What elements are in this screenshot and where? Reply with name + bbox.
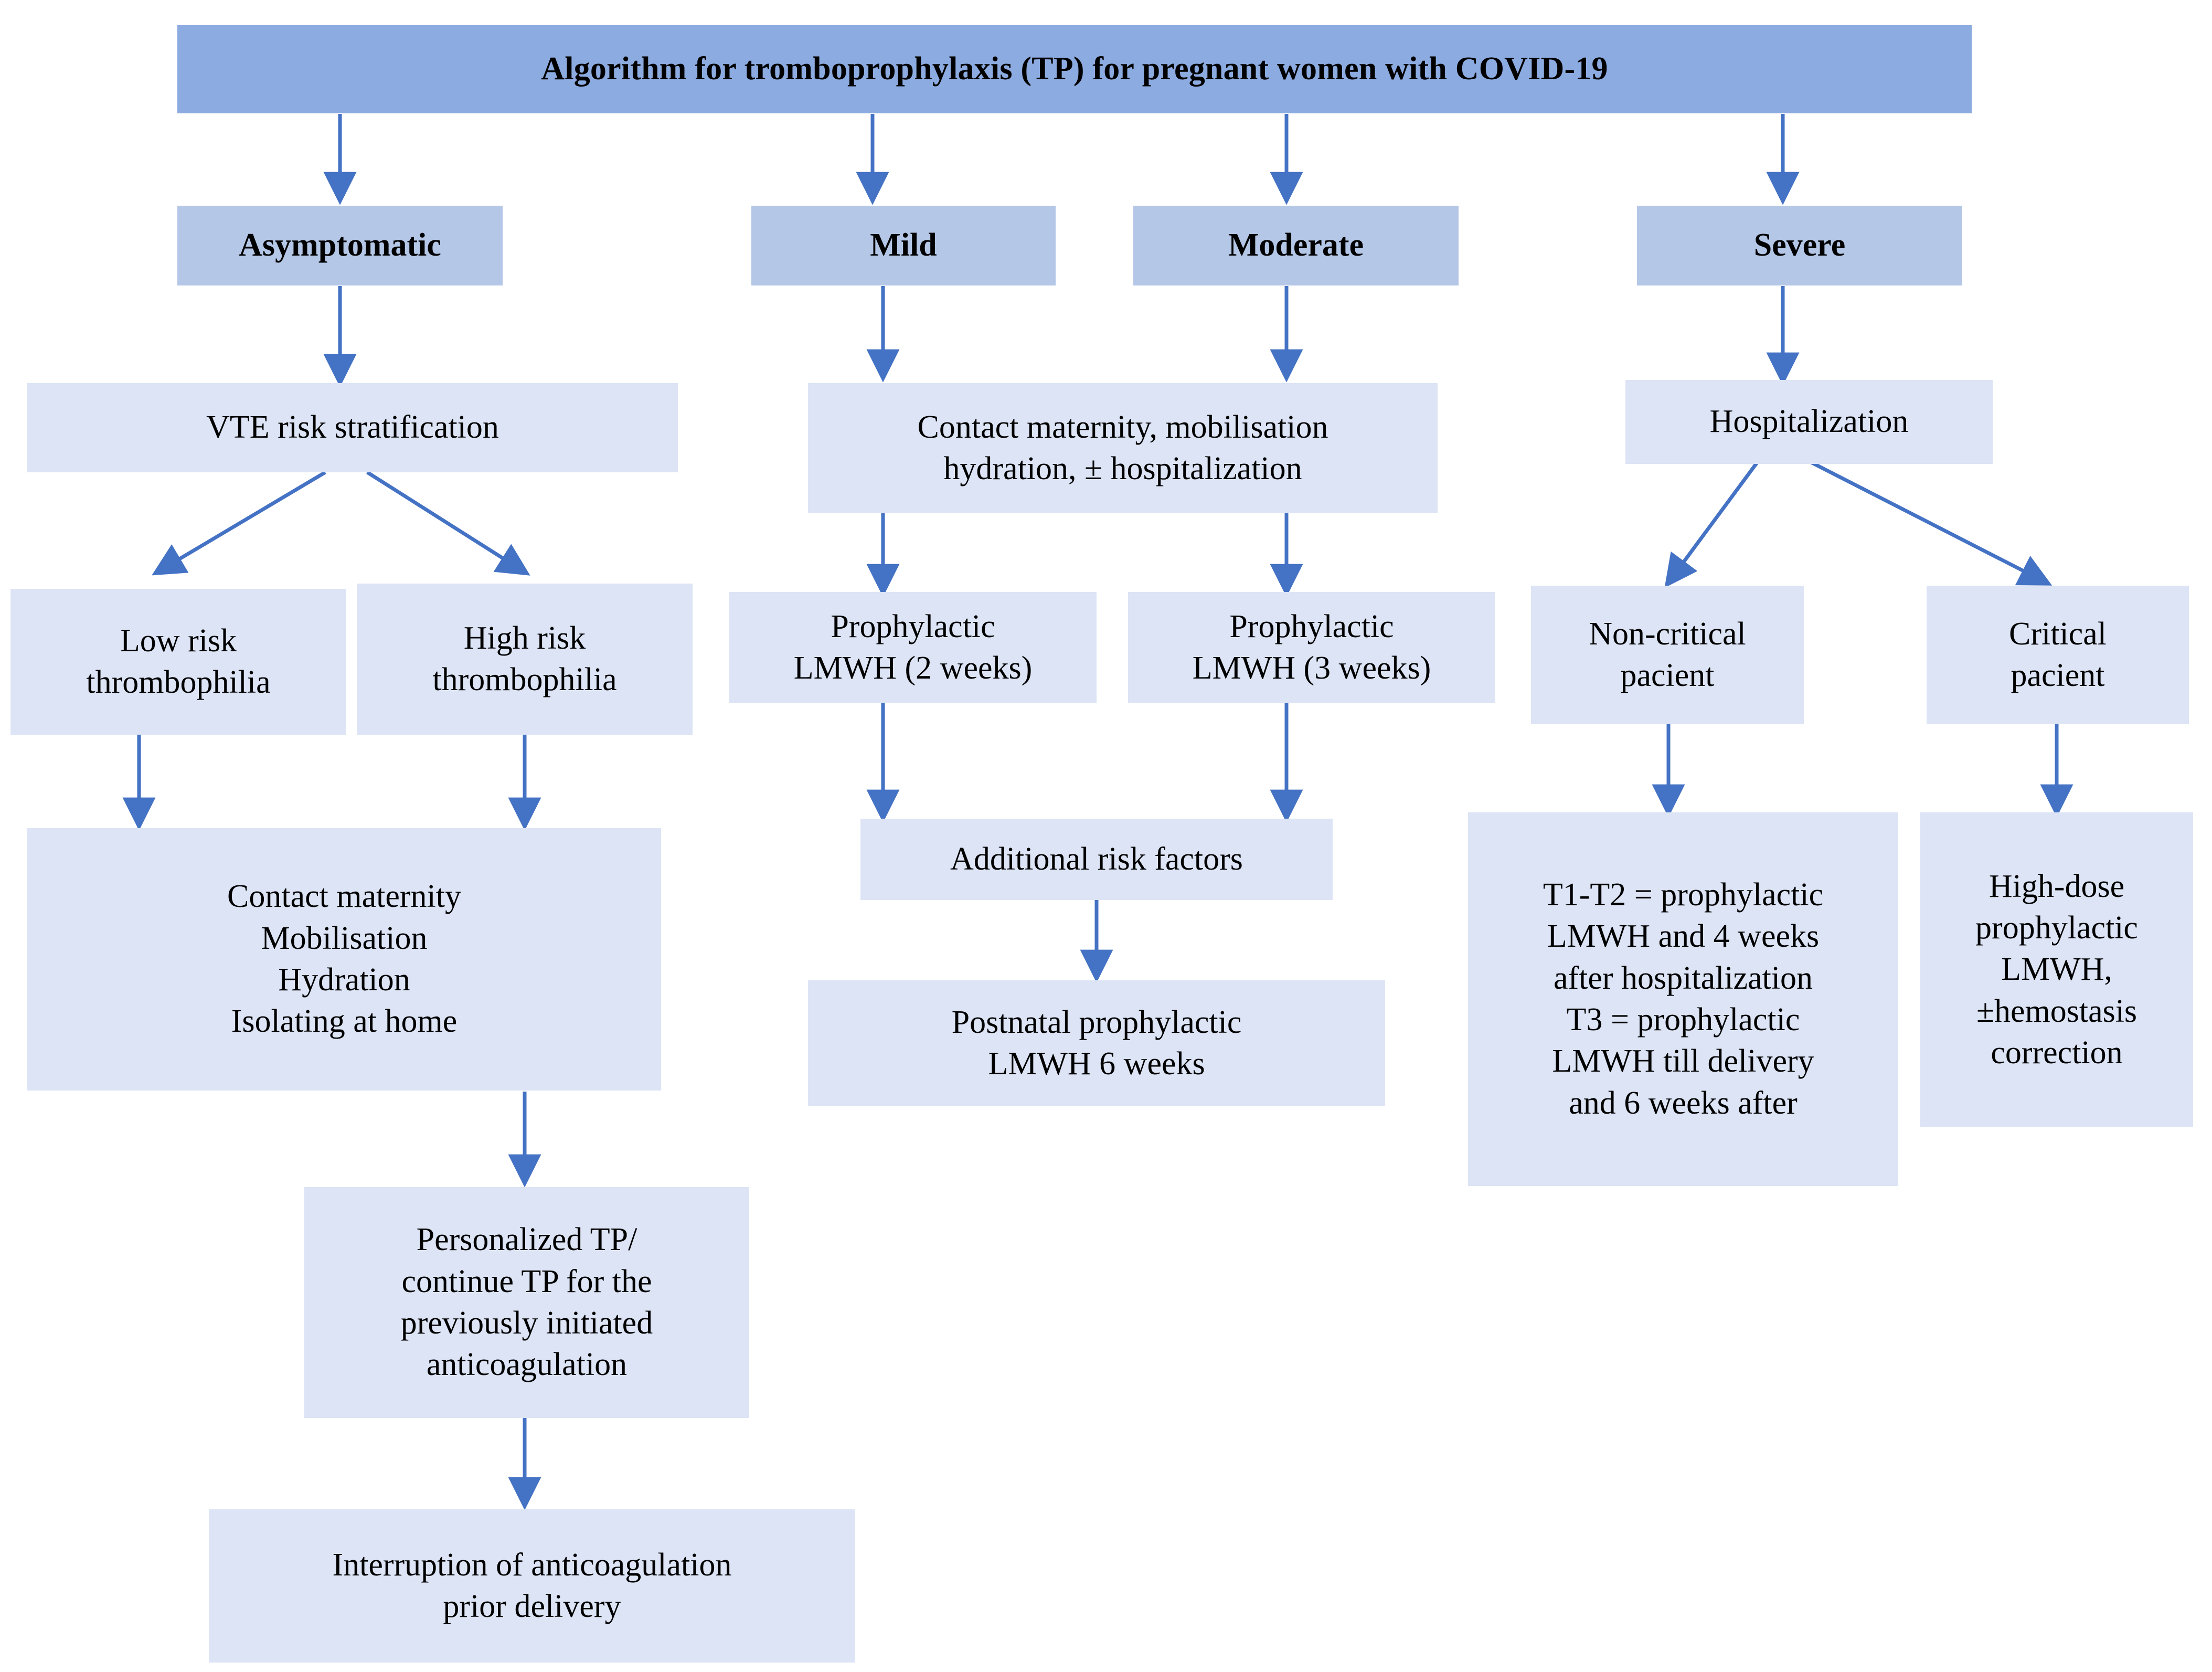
node-prophylactic-lmwh-2-weeks[interactable]: Prophylactic LMWH (2 weeks) [729, 592, 1097, 703]
node-interruption-anticoagulation[interactable]: Interruption of anticoagulation prior de… [209, 1509, 855, 1663]
node-asymptomatic[interactable]: Asymptomatic [177, 206, 503, 285]
node-hospitalization-label: Hospitalization [1709, 404, 1909, 440]
node-high-risk-label: High risk thrombophilia [432, 620, 617, 697]
node-personalized-tp-label: Personalized TP/ continue TP for the pre… [400, 1222, 653, 1383]
node-contact-maternity-list-label: Contact maternity Mobilisation Hydration… [227, 879, 461, 1040]
node-high-dose-prophylactic[interactable]: High-dose prophylactic LMWH, ±hemostasis… [1920, 812, 2193, 1127]
node-mild-label: Mild [870, 227, 937, 263]
node-low-risk-label: Low risk thrombophilia [86, 622, 271, 700]
node-moderate[interactable]: Moderate [1133, 206, 1459, 285]
node-prophylactic-lmwh-3-weeks[interactable]: Prophylactic LMWH (3 weeks) [1128, 592, 1495, 703]
node-hospitalization[interactable]: Hospitalization [1625, 380, 1993, 464]
node-postnatal-label: Postnatal prophylactic LMWH 6 weeks [951, 1004, 1242, 1082]
node-postnatal-prophylactic[interactable]: Postnatal prophylactic LMWH 6 weeks [808, 980, 1385, 1106]
node-high-dose-label: High-dose prophylactic LMWH, ±hemostasis… [1975, 868, 2138, 1071]
node-additional-risk-label: Additional risk factors [950, 841, 1243, 877]
node-non-critical-pacient[interactable]: Non-critical pacient [1531, 586, 1804, 724]
node-vte-risk-label: VTE risk stratification [206, 409, 499, 446]
node-t1t2-t3-label: T1-T2 = prophylactic LMWH and 4 weeks af… [1543, 876, 1824, 1121]
node-title: Algorithm for tromboprophylaxis (TP) for… [177, 25, 1972, 113]
edge-vte-lowrisk [152, 470, 326, 576]
node-personalized-tp[interactable]: Personalized TP/ continue TP for the pre… [304, 1187, 749, 1418]
node-prophylactic-2w-label: Prophylactic LMWH (2 weeks) [793, 608, 1033, 686]
node-additional-risk-factors[interactable]: Additional risk factors [860, 819, 1333, 900]
node-contact-maternity-list[interactable]: Contact maternity Mobilisation Hydration… [27, 828, 661, 1091]
node-prophylactic-3w-label: Prophylactic LMWH (3 weeks) [1192, 608, 1431, 686]
node-title-label: Algorithm for tromboprophylaxis (TP) for… [541, 51, 1608, 87]
node-severe-label: Severe [1753, 227, 1846, 263]
node-contact-maternity-mild-label: Contact maternity, mobilisation hydratio… [917, 409, 1328, 486]
node-mild[interactable]: Mild [751, 206, 1056, 285]
edge-hosp-critical [1809, 460, 2053, 586]
node-asymptomatic-label: Asymptomatic [239, 227, 441, 263]
edge-vte-highrisk [366, 471, 530, 576]
node-high-risk-thrombophilia[interactable]: High risk thrombophilia [357, 584, 693, 735]
node-severe[interactable]: Severe [1637, 206, 1962, 285]
node-critical-label: Critical pacient [2009, 616, 2107, 693]
node-low-risk-thrombophilia[interactable]: Low risk thrombophilia [10, 589, 346, 735]
node-moderate-label: Moderate [1228, 227, 1364, 263]
node-t1t2-t3-regimen[interactable]: T1-T2 = prophylactic LMWH and 4 weeks af… [1468, 812, 1898, 1186]
node-non-critical-label: Non-critical pacient [1589, 616, 1746, 693]
node-contact-maternity-mild[interactable]: Contact maternity, mobilisation hydratio… [808, 383, 1438, 513]
node-vte-risk-stratification[interactable]: VTE risk stratification [27, 383, 678, 472]
node-critical-pacient[interactable]: Critical pacient [1927, 586, 2189, 724]
edge-hosp-noncritical [1664, 460, 1759, 588]
node-interruption-label: Interruption of anticoagulation prior de… [332, 1547, 732, 1624]
